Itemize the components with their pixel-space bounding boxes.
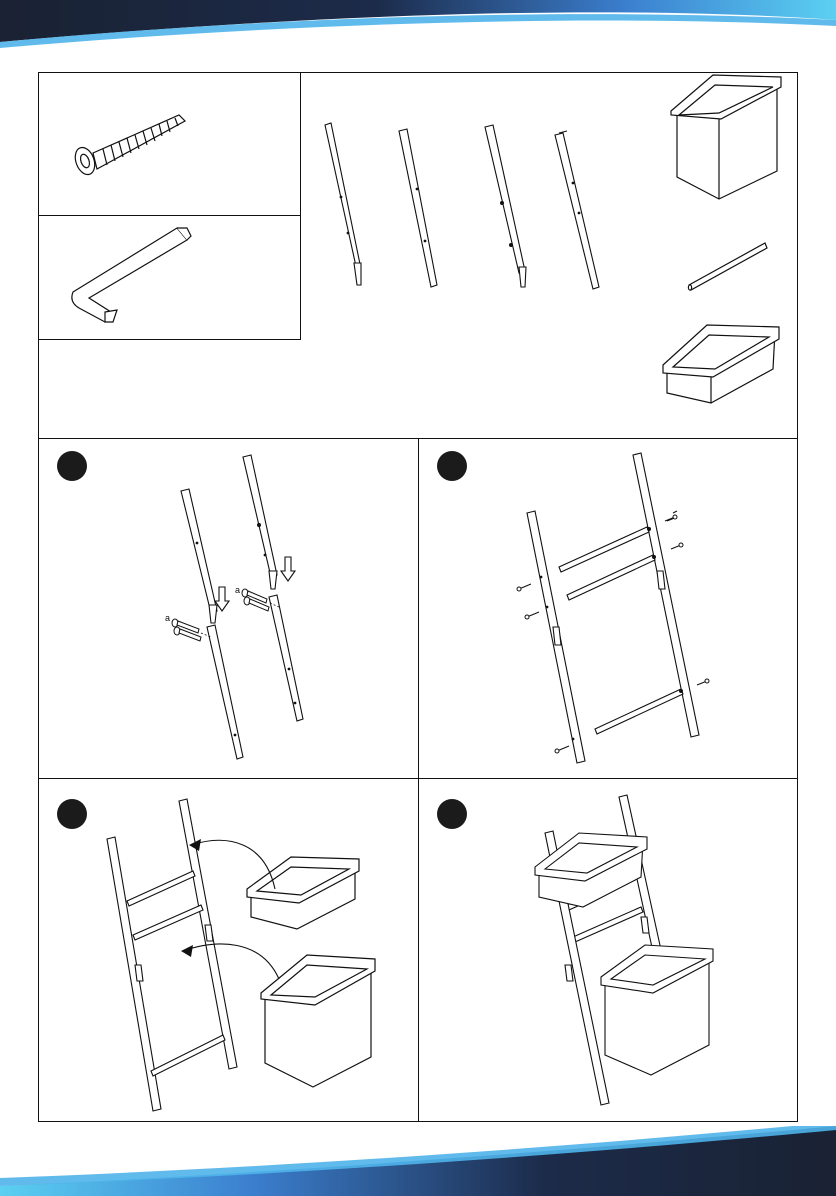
arrow-icon (39, 779, 419, 1121)
basket-tray-icon (39, 73, 797, 439)
screw-label-a-left: a (165, 613, 170, 623)
screw-icon (39, 439, 419, 779)
screw-icon (419, 439, 797, 779)
step-4-panel (419, 779, 797, 1121)
screw-label-a-right: a (235, 585, 240, 595)
step-3-panel (39, 779, 419, 1121)
assembled-ladder-icon (419, 779, 797, 1121)
step-1-panel: a a (39, 439, 419, 779)
step-2-panel (419, 439, 797, 779)
parts-panel (39, 73, 797, 439)
header-band (0, 0, 836, 50)
instruction-frame: a a (38, 72, 798, 1122)
footer-band (0, 1126, 836, 1196)
